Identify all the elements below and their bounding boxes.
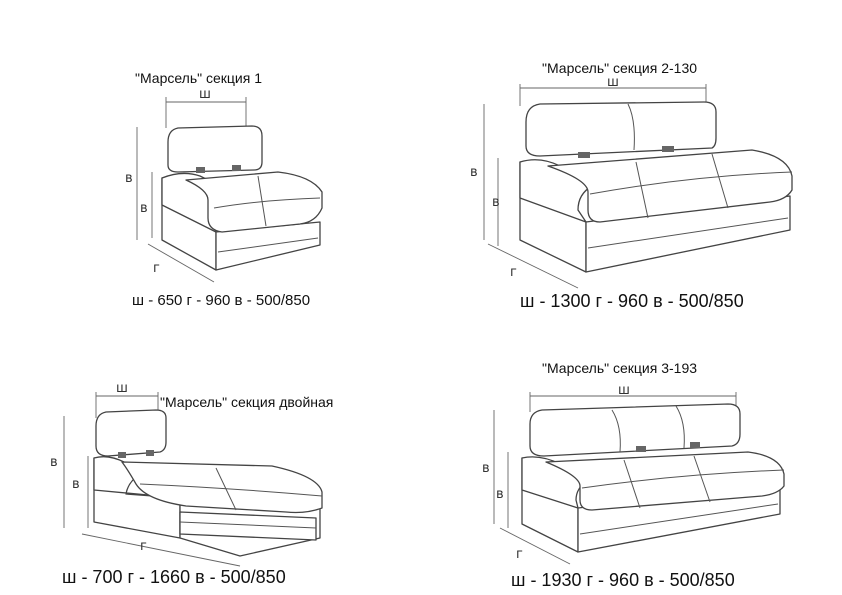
section-3-drawing: ш в в г [50, 381, 323, 567]
section-4-label-d: г [516, 547, 523, 562]
section-1-title: "Марсель" секция 1 [135, 70, 263, 86]
section-3-dimensions: ш - 700 г - 1660 в - 500/850 [62, 567, 286, 587]
section-2-dimensions: ш - 1300 г - 960 в - 500/850 [520, 291, 744, 311]
section-2-label-w: ш [607, 75, 619, 90]
section-4-title: "Марсель" секция 3-193 [542, 360, 698, 376]
section-2-label-h2: в [492, 195, 500, 210]
section-1-label-h2: в [140, 201, 148, 216]
section-4-label-w: ш [618, 383, 630, 398]
section-4-label-h2: в [496, 487, 504, 502]
section-2-label-h1: в [470, 165, 478, 180]
section-2-title: "Марсель" секция 2-130 [542, 60, 698, 76]
section-3-label-h2: в [72, 477, 80, 492]
section-2-drawing: ш в в г [470, 75, 793, 289]
section-1-dimensions: ш - 650 г - 960 в - 500/850 [132, 292, 311, 309]
section-1-label-d: г [153, 261, 160, 276]
section-3-label-d: г [140, 539, 147, 554]
section-1-label-h1: в [125, 171, 133, 186]
section-3-label-w: ш [116, 381, 128, 396]
section-4-drawing: ш в в г [482, 383, 785, 565]
section-4-dimensions: ш - 1930 г - 960 в - 500/850 [511, 570, 735, 590]
section-4-label-h1: в [482, 461, 490, 476]
section-3-label-h1: в [50, 455, 58, 470]
section-1-drawing: ш в в г [125, 87, 323, 283]
section-1-label-w: ш [199, 87, 211, 102]
section-3-title: "Марсель" секция двойная [160, 394, 334, 410]
section-2-label-d: г [510, 265, 517, 280]
